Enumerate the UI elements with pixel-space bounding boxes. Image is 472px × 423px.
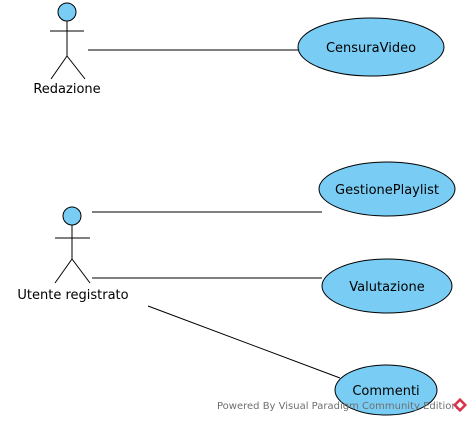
usecase-ellipse: [321, 258, 453, 314]
usecase-commenti[interactable]: Commenti: [334, 364, 438, 416]
watermark-text: Powered By Visual Paradigm Community Edi…: [217, 401, 458, 412]
association-utente-commenti: [147, 305, 341, 379]
usecase-censuravideo[interactable]: CensuraVideo: [297, 17, 445, 77]
actor-right-leg: [71, 258, 91, 284]
actor-head: [57, 2, 77, 22]
usecase-gestioneplaylist[interactable]: GestionePlaylist: [318, 161, 456, 217]
visual-paradigm-logo-icon: [452, 397, 468, 413]
usecase-ellipse: [318, 161, 456, 217]
usecase-label-censuravideo: CensuraVideo: [326, 41, 416, 56]
usecase-ellipse: [334, 364, 438, 416]
actor-left-leg: [50, 55, 68, 80]
watermark: Powered By Visual Paradigm Community Edi…: [217, 397, 468, 413]
actor-left-leg: [54, 258, 73, 284]
usecase-valutazione[interactable]: Valutazione: [321, 258, 453, 314]
actor-right-leg: [66, 55, 86, 80]
usecase-label-commenti: Commenti: [352, 384, 419, 399]
actor-utente-registrato[interactable]: Utente registrato: [17, 206, 129, 303]
actor-label-redazione: Redazione: [33, 82, 100, 97]
actor-label-utente-registrato: Utente registrato: [17, 288, 128, 303]
usecase-label-valutazione: Valutazione: [349, 280, 424, 295]
usecase-ellipse: [297, 17, 445, 77]
actor-redazione[interactable]: Redazione: [33, 2, 101, 97]
usecase-label-gestioneplaylist: GestionePlaylist: [335, 183, 439, 198]
actor-head: [62, 206, 82, 226]
